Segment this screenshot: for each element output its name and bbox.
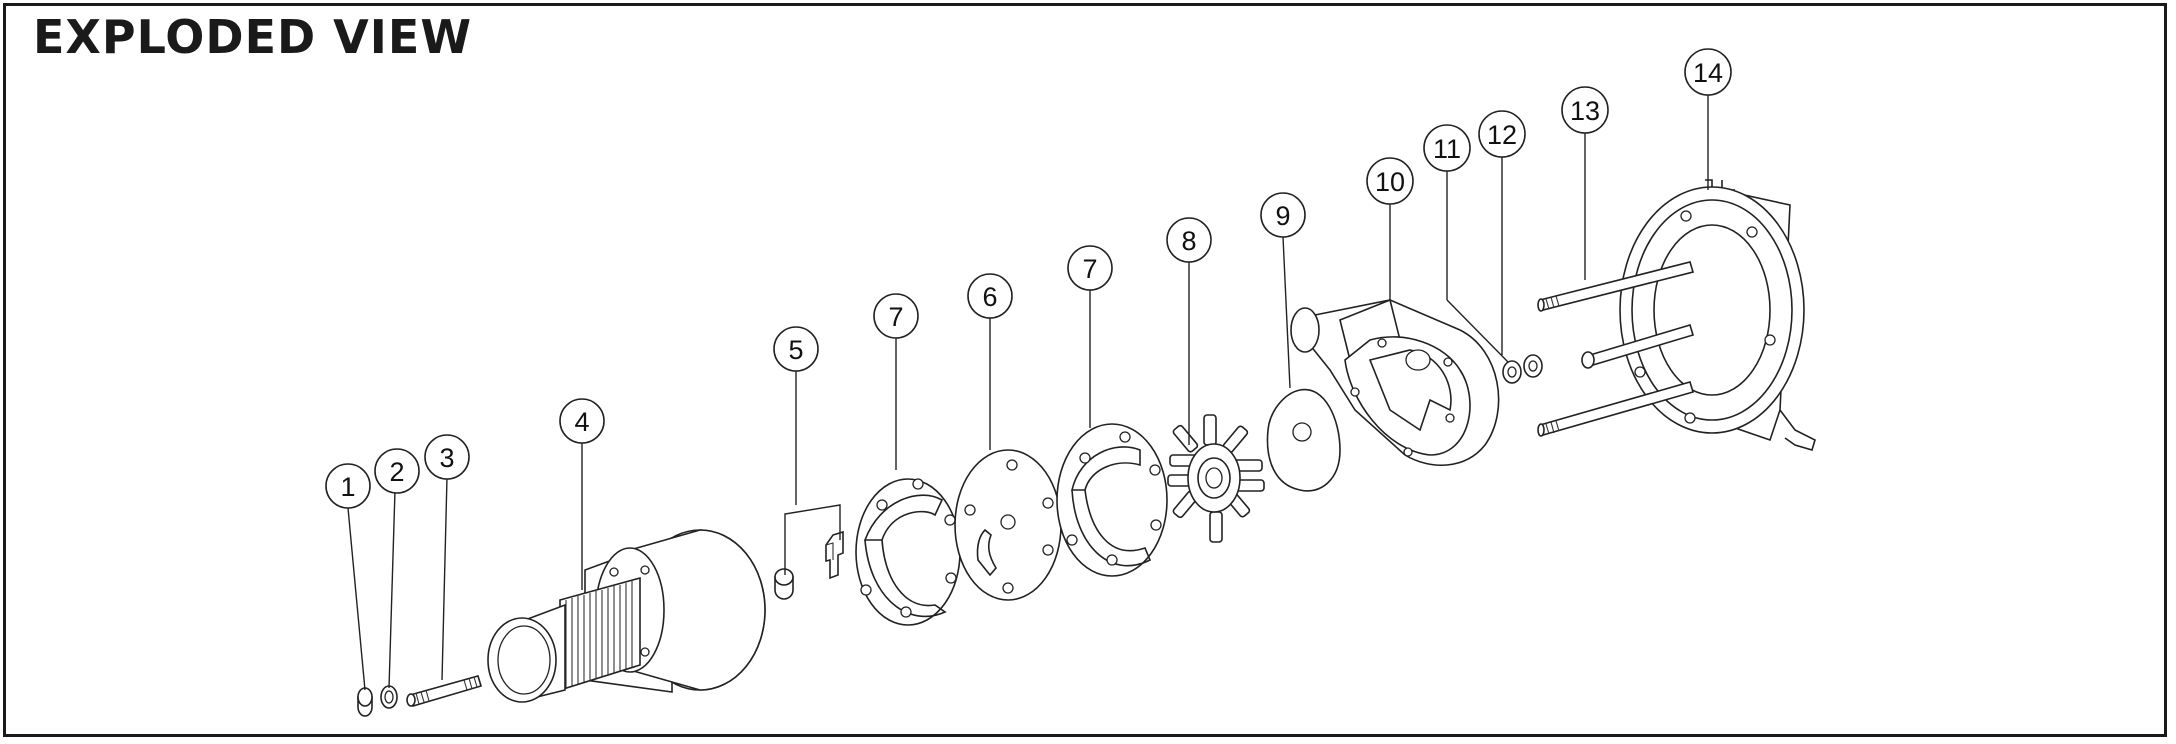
callout-9: 9	[1260, 192, 1306, 238]
svg-text:6: 6	[982, 282, 997, 312]
callout-8: 8	[1166, 217, 1212, 263]
svg-text:11: 11	[1433, 134, 1461, 164]
part-8-impeller	[1167, 414, 1265, 543]
part-12-washer	[1523, 354, 1543, 378]
callout-4: 4	[559, 398, 605, 444]
part-6-wear-plate	[954, 449, 1062, 601]
callout-13: 13	[1561, 86, 1609, 134]
callout-7-left: 7	[873, 293, 919, 339]
part-5-cap-and-key	[774, 530, 844, 600]
part-1-cap	[357, 687, 373, 717]
svg-text:8: 8	[1181, 226, 1196, 256]
part-7-gasket-right	[1056, 423, 1168, 577]
callout-5: 5	[773, 326, 819, 372]
part-11-washer	[1502, 360, 1522, 384]
leader-lines	[347, 94, 1709, 691]
callout-10: 10	[1366, 157, 1414, 205]
callout-1: 1	[325, 463, 371, 509]
svg-text:1: 1	[340, 472, 355, 502]
callout-12: 12	[1478, 110, 1526, 158]
svg-text:2: 2	[389, 457, 404, 487]
svg-text:9: 9	[1275, 201, 1290, 231]
part-14-motor-flange	[1619, 179, 1816, 451]
part-3-shaft	[406, 675, 482, 707]
part-10-housing	[1290, 298, 1500, 466]
svg-text:14: 14	[1693, 58, 1723, 88]
part-2-washer	[380, 685, 398, 709]
part-4-pump-body	[487, 529, 766, 703]
callout-11: 11	[1423, 124, 1471, 172]
diagram-title: EXPLODED VIEW	[33, 10, 473, 64]
svg-text:12: 12	[1487, 120, 1517, 150]
callout-2: 2	[374, 448, 420, 494]
callout-3: 3	[424, 434, 470, 480]
svg-text:4: 4	[574, 407, 589, 437]
diagram-frame	[3, 3, 2167, 737]
callout-7-right: 7	[1067, 245, 1113, 291]
svg-text:5: 5	[788, 335, 803, 365]
callout-6: 6	[967, 273, 1013, 319]
svg-text:10: 10	[1375, 167, 1405, 197]
svg-text:3: 3	[439, 443, 454, 473]
part-13-studs	[1537, 261, 1695, 437]
svg-text:7: 7	[888, 302, 903, 332]
callout-14: 14	[1684, 48, 1732, 96]
part-9-cam	[1266, 388, 1341, 492]
svg-text:13: 13	[1570, 96, 1600, 126]
part-7-gasket-left	[855, 478, 961, 626]
svg-text:7: 7	[1082, 254, 1097, 284]
